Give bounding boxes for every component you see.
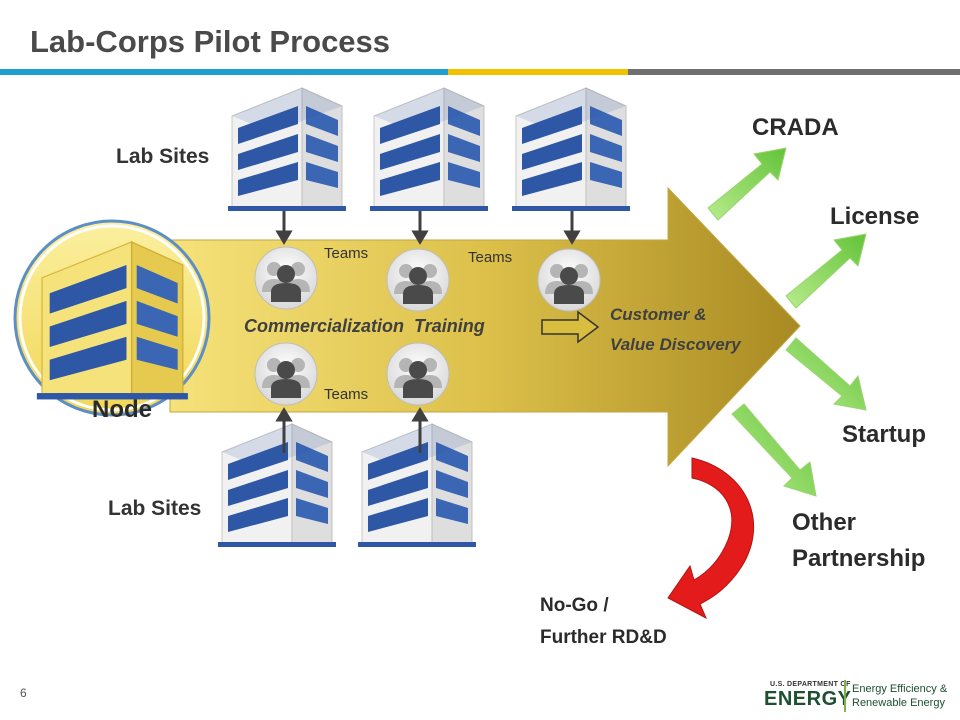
nogo-line: No-Go / [540,595,609,616]
team-icon [537,248,601,312]
team-icon [254,246,318,310]
doe-logo-text: ENERGY [764,688,852,710]
nogo-arrow [667,457,755,620]
lab-building-bottom-1 [217,423,337,548]
team-icon [386,342,450,406]
customer-discovery-label: Customer & Value Discovery [610,300,741,360]
teams-label: Teams [468,249,513,266]
outcome-other-line: Other [792,509,857,536]
top-connectors [275,211,581,245]
lab-building-top-3 [511,87,631,212]
lab-sites-top-label: Lab Sites [116,145,210,168]
lab-building-top-1 [227,87,347,212]
doe-logo-text: U.S. DEPARTMENT OF [770,681,851,688]
startup-arrow [785,337,867,411]
node-circle [13,219,211,417]
outcome-license: License [830,203,920,230]
teams-label: Teams [324,386,369,403]
customer-discovery-line: Value Discovery [610,335,741,354]
outcome-other-line: Partnership [792,545,926,572]
crada-arrow [707,147,787,221]
team-icon [254,342,318,406]
doe-logo-divider [844,680,846,712]
lab-sites-bottom-label: Lab Sites [108,497,202,520]
eere-logo-text: Energy Efficiency & Renewable Energy [852,682,947,710]
lab-building-bottom-2 [357,423,477,548]
page-title: Lab-Corps Pilot Process [30,24,391,59]
title-rule-yellow [448,69,628,75]
outcome-startup: Startup [842,421,926,448]
process-arrow [169,186,801,468]
other-partnership-arrow [731,403,817,497]
outcome-crada: CRADA [752,114,839,141]
doe-logo: U.S. DEPARTMENT OF ENERGY Energy Efficie… [760,678,950,716]
eere-line: Renewable Energy [852,697,945,709]
title-rule-gray [628,69,960,75]
bottom-connectors [275,407,429,453]
customer-discovery-line: Customer & [610,305,707,324]
teams-label: Teams [324,245,369,262]
nogo-label: No-Go / Further RD&D [540,590,667,654]
training-label: Commercialization Training [244,316,485,336]
node-label: Node [92,396,152,423]
training-arrow [541,310,600,344]
title-rule-blue [0,69,448,75]
page-number: 6 [20,686,27,700]
lab-building-top-2 [369,87,489,212]
outcome-other-partnership: Other Partnership [792,505,925,577]
nogo-line: Further RD&D [540,627,667,648]
team-icon [386,248,450,312]
license-arrow [785,233,867,309]
eere-line: Energy Efficiency & [852,683,948,695]
